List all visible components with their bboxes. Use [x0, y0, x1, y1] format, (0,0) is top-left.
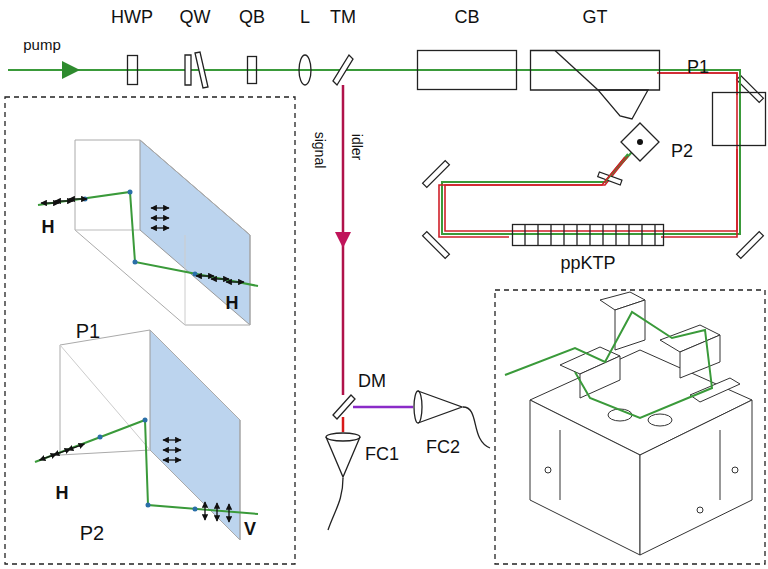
part-label: H [42, 218, 55, 238]
beam-connector [335, 85, 351, 395]
element-outline [333, 55, 353, 85]
optical-element: L [298, 54, 312, 86]
part-label: H [56, 484, 69, 504]
element-outline [325, 432, 361, 478]
prism-P2-drawing [35, 330, 258, 540]
beam-connector [517, 70, 530, 71]
component-label: DM [358, 372, 386, 392]
element-outline [413, 390, 463, 424]
element-outline [298, 54, 312, 86]
optical-element: QW [183, 52, 209, 88]
optical-element: FC1 [325, 432, 361, 478]
element-outline [183, 52, 209, 88]
inset-frame [5, 97, 295, 564]
inset-frame [495, 290, 765, 564]
element-outline [417, 50, 517, 90]
component-label: TM [330, 8, 356, 28]
fiber [463, 407, 490, 448]
component-label: QW [180, 8, 211, 28]
element-outline [712, 92, 766, 146]
optical-element: FC2 [413, 390, 463, 424]
component-label: CB [454, 8, 479, 28]
optical-element: GT [530, 50, 660, 120]
beam-line [661, 149, 737, 237]
beam-connector [353, 70, 417, 71]
beam-label: idler [348, 134, 363, 160]
beam-line [353, 406, 413, 409]
element-outline [512, 224, 664, 246]
ring-beam-green [442, 70, 740, 234]
pump-arrow [62, 61, 80, 79]
arrow-head [335, 232, 351, 248]
element-outline [247, 56, 257, 84]
beam-connector [353, 407, 413, 408]
component-label: FC2 [426, 438, 460, 458]
beam-line [517, 69, 530, 71]
beam-label: signal [311, 132, 326, 169]
optical-element: ppKTP [512, 224, 664, 246]
component-label: FC1 [365, 445, 399, 465]
beam-line [209, 69, 247, 71]
part-label: V [244, 520, 256, 540]
element-outline [620, 122, 660, 162]
beam-line [138, 69, 183, 71]
component-label: GT [583, 8, 608, 28]
beam-connector [257, 70, 298, 71]
optical-element: CB [417, 50, 517, 90]
beam-line [312, 69, 333, 71]
component-label: ppKTP [560, 254, 615, 274]
part-label: P2 [80, 522, 104, 544]
optical-element: DM [333, 395, 355, 419]
element-outline [530, 50, 660, 120]
mount-drawing [505, 292, 752, 555]
component-label: L [300, 8, 310, 28]
part-label: H [226, 294, 239, 314]
optical-element: QB [247, 56, 257, 84]
beam-connector [312, 70, 333, 71]
part-label: pump [23, 37, 61, 54]
pump-beam [8, 69, 662, 71]
part-label: P1 [76, 320, 100, 342]
fiber [328, 478, 343, 530]
beam-connector [343, 417, 344, 432]
optical-element: HWP [127, 55, 138, 85]
component-label: P1 [687, 58, 709, 78]
optical-element: TM [333, 55, 353, 85]
component-label: QB [239, 8, 265, 28]
component-label: P2 [671, 142, 693, 162]
ring-beam-red [445, 73, 737, 231]
beam-line [257, 69, 298, 71]
element-outline [333, 395, 355, 419]
beam-line [442, 154, 628, 234]
beam-line [353, 69, 417, 71]
optical-element: P1 [712, 92, 766, 146]
prism-P1-drawing [38, 140, 258, 325]
component-label: HWP [111, 8, 153, 28]
optical-element: P2 [620, 122, 660, 162]
element-outline [127, 55, 138, 85]
beam-connector [209, 70, 247, 71]
beam-connector [138, 70, 183, 71]
beam-line [342, 417, 345, 432]
